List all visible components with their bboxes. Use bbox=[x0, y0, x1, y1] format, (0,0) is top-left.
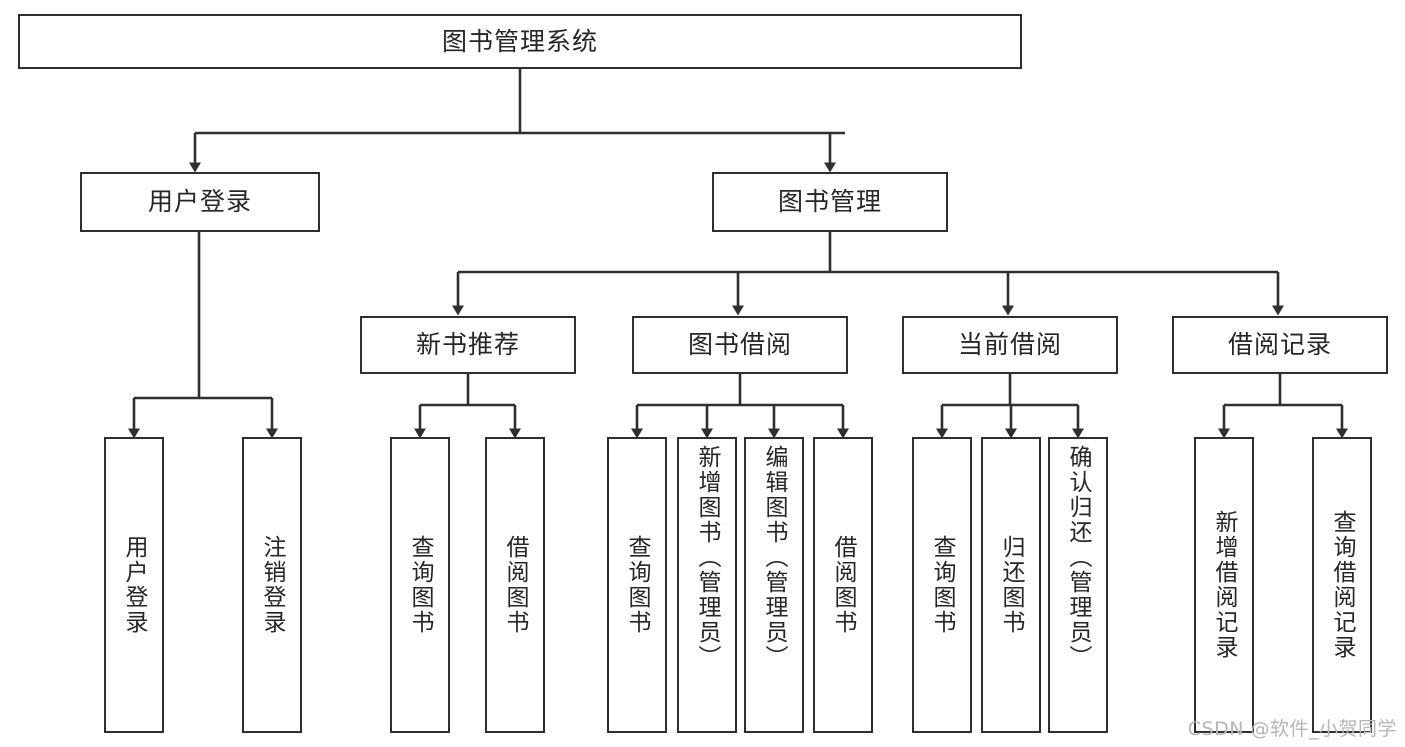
leaf-query-book-recommend[interactable]: 查询图书 bbox=[390, 437, 450, 733]
leaf-query-book-current[interactable]: 查询图书 bbox=[912, 437, 972, 733]
node-label: 用户登录 bbox=[147, 187, 252, 216]
node-book-borrow[interactable]: 图书借阅 bbox=[632, 316, 848, 374]
leaf-borrow-book-borrow[interactable]: 借阅图书 bbox=[813, 437, 873, 733]
node-label: 图书管理 bbox=[777, 187, 882, 216]
leaf-query-borrow-record[interactable]: 查询借阅记录 bbox=[1312, 437, 1372, 733]
node-label: 查询图书 bbox=[407, 535, 434, 635]
node-label: 查询图书 bbox=[929, 535, 956, 635]
node-book-management[interactable]: 图书管理 bbox=[712, 172, 948, 232]
node-label: 用户登录 bbox=[121, 535, 148, 635]
node-label: 新增图书（管理员） bbox=[694, 445, 721, 670]
watermark-text: CSDN @软件_小贺同学 bbox=[1187, 718, 1397, 740]
node-label: 注销登录 bbox=[259, 535, 286, 635]
node-label: 新书推荐 bbox=[415, 330, 520, 359]
node-label: 归还图书 bbox=[998, 535, 1025, 635]
leaf-add-borrow-record[interactable]: 新增借阅记录 bbox=[1194, 437, 1254, 733]
leaf-borrow-book-recommend[interactable]: 借阅图书 bbox=[485, 437, 545, 733]
leaf-edit-book-admin[interactable]: 编辑图书（管理员） bbox=[744, 437, 804, 733]
node-user-login[interactable]: 用户登录 bbox=[80, 172, 320, 232]
node-label: 图书借阅 bbox=[687, 330, 792, 359]
node-current-borrow[interactable]: 当前借阅 bbox=[902, 316, 1118, 374]
node-label: 查询图书 bbox=[624, 535, 651, 635]
node-label: 确认归还（管理员） bbox=[1065, 445, 1092, 670]
leaf-add-book-admin[interactable]: 新增图书（管理员） bbox=[677, 437, 737, 733]
leaf-logout-login[interactable]: 注销登录 bbox=[242, 437, 302, 733]
leaf-return-book[interactable]: 归还图书 bbox=[981, 437, 1041, 733]
node-label: 借阅图书 bbox=[830, 535, 857, 635]
node-label: 图书管理系统 bbox=[441, 26, 598, 56]
leaf-confirm-return-admin[interactable]: 确认归还（管理员） bbox=[1048, 437, 1108, 733]
leaf-user-login[interactable]: 用户登录 bbox=[104, 437, 164, 733]
node-label: 当前借阅 bbox=[957, 330, 1062, 359]
node-borrow-record[interactable]: 借阅记录 bbox=[1172, 316, 1388, 374]
node-label: 新增借阅记录 bbox=[1211, 510, 1238, 660]
node-label: 查询借阅记录 bbox=[1329, 510, 1356, 660]
node-new-book-recommend[interactable]: 新书推荐 bbox=[360, 316, 576, 374]
leaf-query-book-borrow[interactable]: 查询图书 bbox=[607, 437, 667, 733]
node-label: 编辑图书（管理员） bbox=[761, 445, 788, 670]
node-label: 借阅图书 bbox=[502, 535, 529, 635]
node-label: 借阅记录 bbox=[1227, 330, 1332, 359]
node-root-book-management-system[interactable]: 图书管理系统 bbox=[18, 14, 1022, 69]
